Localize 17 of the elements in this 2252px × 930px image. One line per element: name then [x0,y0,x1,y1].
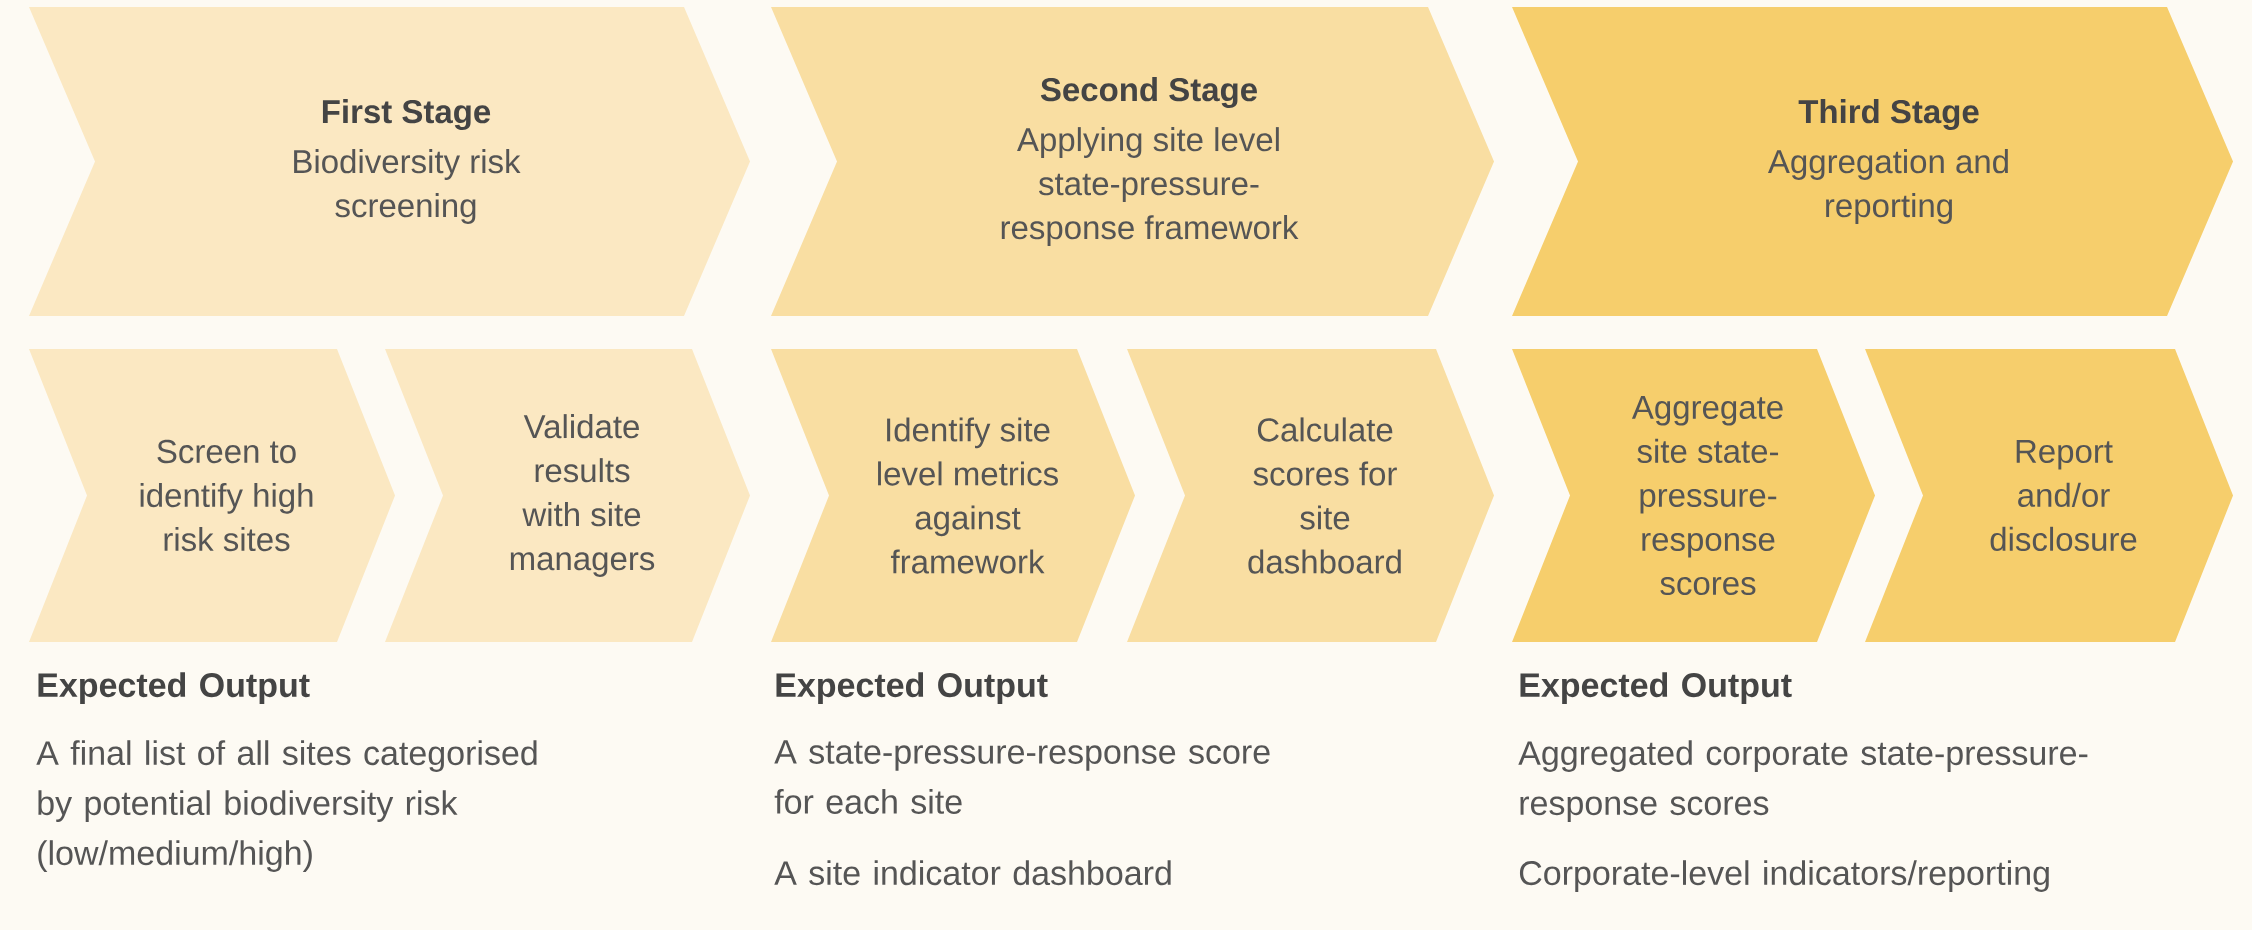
output-text: A state-pressure-response score for each site [774,740,1270,814]
stage-banner: Third Stage Aggregation and reporting [1512,7,2233,316]
section-heading: Expected Output [1520,672,1792,704]
section-heading: Expected Output [38,672,310,704]
step-panel: Validate results with site managers [385,349,750,642]
step-panel: Aggregate site state-pressure-response scores [1512,349,1875,642]
output-text: A final list of all sites categorised by potential biodiversity risk (low/medium/high) [36,740,537,872]
step-panel: Identify site level metrics against framework [771,349,1135,642]
output-text: Corporate-level indicators/reporting [1519,860,2049,892]
stage-banner: First Stage Biodiversity risk screening [29,7,750,316]
stage-banner: Second Stage Applying site level state-pressure-response framework [771,7,1494,316]
step-panel: Report and/or disclosure [1865,349,2233,642]
section-heading: Expected Output [776,672,1048,704]
output-text: Aggregated corporate state-pressure-response scores [1518,740,2088,822]
step-panel: Calculate scores for site dashboard [1127,349,1494,642]
step-panel: Screen to identify high risk sites [29,349,395,642]
output-text: A site indicator dashboard [774,860,1171,886]
